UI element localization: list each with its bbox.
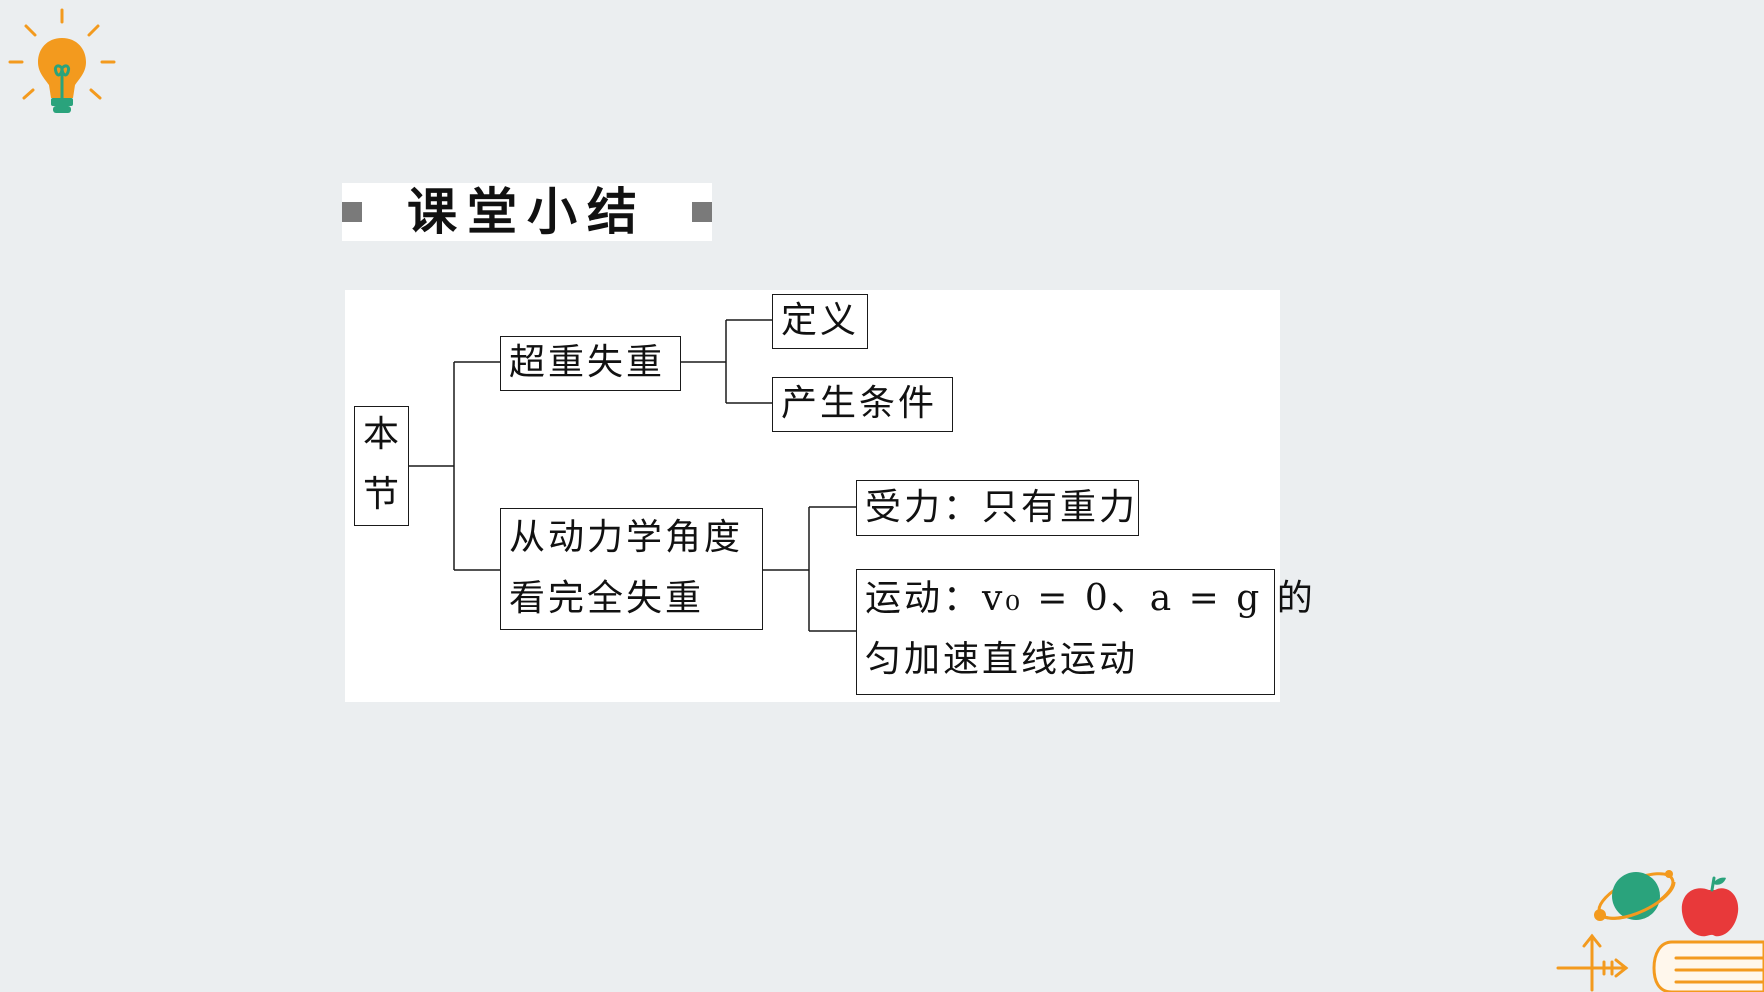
node-dynamics-line2: 看完全失重 (509, 578, 705, 619)
node-this-section: 本 节 (354, 406, 409, 526)
node-force: 受力：只有重力 (856, 480, 1139, 536)
node-root-line2: 节 (363, 474, 403, 515)
node-definition: 定义 (772, 294, 868, 349)
section-title-banner: 课堂小结 (342, 183, 712, 241)
lightbulb-icon (8, 8, 116, 113)
node-overweight-weightlessness: 超重失重 (500, 336, 681, 391)
node-motion-line1: 运动：v₀ = 0、a = g 的 (865, 578, 1316, 619)
summary-diagram: 本 节 超重失重 定义 产生条件 从动力学角度 看完全失重 受力：只有重力 运动… (345, 290, 1316, 702)
diagram-connectors (409, 319, 856, 632)
node-motion: 运动：v₀ = 0、a = g 的 匀加速直线运动 (856, 569, 1316, 695)
node-dynamics-weightlessness: 从动力学角度 看完全失重 (500, 508, 763, 630)
page-title: 课堂小结 (407, 183, 647, 241)
node-dynamics-line1: 从动力学角度 (509, 517, 744, 558)
title-square-right (692, 202, 712, 222)
node-conditions: 产生条件 (772, 377, 953, 432)
title-square-left (342, 202, 362, 222)
node-root-line1: 本 (363, 414, 403, 455)
node-motion-line2: 匀加速直线运动 (865, 639, 1139, 680)
science-books-decoration (1556, 870, 1764, 992)
